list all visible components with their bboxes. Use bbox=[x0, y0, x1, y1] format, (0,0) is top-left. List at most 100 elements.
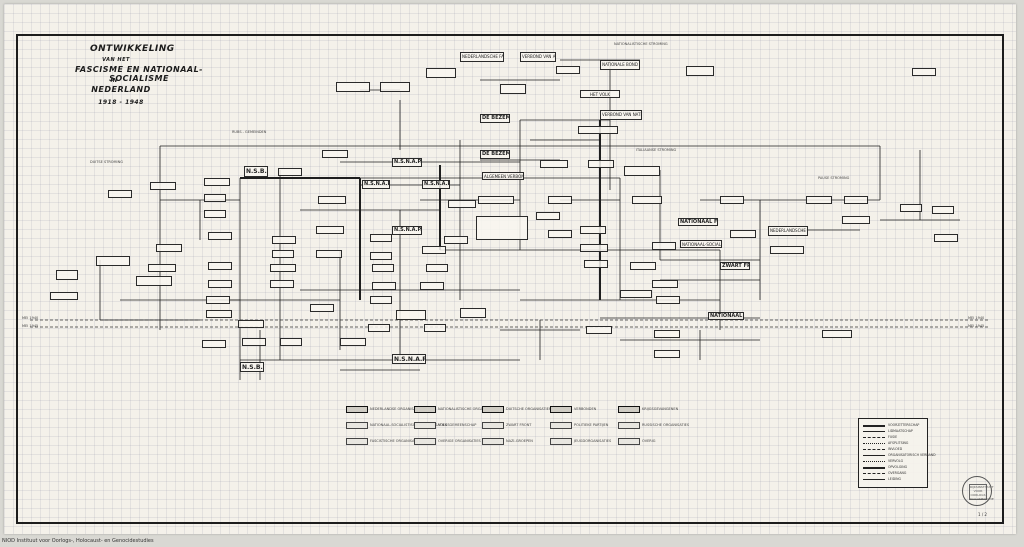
org-box-small bbox=[150, 182, 176, 190]
key-label: VOORZITTERSCHAP bbox=[888, 423, 920, 427]
org-box-small bbox=[654, 350, 680, 358]
legend-swatch bbox=[618, 438, 640, 445]
org-box-small bbox=[556, 66, 580, 74]
key-label: ORGANISATORISCH VERBAND bbox=[888, 453, 936, 457]
org-box-small bbox=[238, 320, 264, 328]
org-box-small bbox=[500, 84, 526, 94]
legend-swatch bbox=[618, 406, 640, 413]
org-box-small bbox=[586, 326, 612, 334]
org-box: N.S.N.A.P. bbox=[422, 180, 450, 189]
org-box: ZWART FRONT bbox=[720, 262, 750, 270]
legend-swatch bbox=[482, 422, 504, 429]
key-label: OPVOLGING bbox=[888, 465, 908, 469]
chart-title-line2: VAN HET bbox=[102, 57, 130, 63]
chart-title-line4: IN bbox=[110, 78, 118, 84]
org-box-small bbox=[56, 270, 78, 280]
org-box-small bbox=[148, 264, 176, 272]
org-box-small bbox=[336, 82, 370, 92]
org-box-small bbox=[208, 262, 232, 270]
stream-note: ITALIAANSE STROMING bbox=[636, 148, 677, 152]
legend-label: FASCISTISCHE ORGANISATIES bbox=[370, 439, 422, 443]
legend-label: KRIJGSGEVANGENEN bbox=[642, 407, 679, 411]
org-box-small bbox=[202, 340, 226, 348]
legend-swatch bbox=[346, 406, 368, 413]
legend-swatch bbox=[414, 406, 436, 413]
org-box-small bbox=[50, 292, 78, 300]
org-box: N.S.B. bbox=[244, 166, 268, 177]
archive-stamp-text: RIJKSINSTITUUT VOOR OORLOGS DOCUMENTATIE bbox=[969, 484, 994, 501]
org-box-small bbox=[580, 244, 608, 252]
org-box-small bbox=[420, 282, 444, 290]
key-line bbox=[863, 467, 885, 469]
key-label: VERVOLG bbox=[888, 459, 904, 463]
key-label: INVLOED bbox=[888, 447, 903, 451]
org-box-small bbox=[536, 212, 560, 220]
org-box-small bbox=[478, 196, 514, 204]
key-line bbox=[863, 431, 885, 432]
org-box-small bbox=[822, 330, 852, 338]
org-box-small bbox=[620, 290, 652, 298]
org-box-small bbox=[656, 296, 680, 304]
org-box-small bbox=[912, 68, 936, 76]
org-box-small bbox=[934, 234, 958, 242]
legend-label: NAZI-GROEPEN bbox=[506, 439, 533, 443]
org-box-small bbox=[578, 126, 618, 134]
key-line bbox=[863, 461, 885, 462]
org-box-small bbox=[426, 68, 456, 78]
legend-label: JEUGDORGANISATIES bbox=[574, 439, 612, 443]
org-box-small bbox=[370, 296, 392, 304]
org-box-small bbox=[204, 210, 226, 218]
org-box-small bbox=[322, 150, 348, 158]
legend-swatch bbox=[550, 406, 572, 413]
legend-swatch bbox=[346, 422, 368, 429]
legend-label: NATIONALISTISCHE ORGANISATIES bbox=[438, 407, 499, 411]
org-box: N.S.N.A.P. bbox=[362, 180, 390, 189]
org-box-group bbox=[476, 216, 528, 240]
org-box: HET VOLK bbox=[580, 90, 620, 98]
org-box-small bbox=[588, 160, 614, 168]
key-label: AFSPLITSING bbox=[888, 441, 909, 445]
chart-title-line6: 1918 - 1948 bbox=[98, 99, 144, 106]
org-box-small bbox=[932, 206, 954, 214]
org-box-small bbox=[540, 160, 568, 168]
legend-label: NATIONAAL-SOCIALISTISCHE ORGANISATIES bbox=[370, 423, 448, 427]
org-box-small bbox=[842, 216, 870, 224]
sheet-number: 1 / 2 bbox=[978, 512, 987, 517]
org-box: ALGEMEEN VERBOND bbox=[482, 172, 524, 180]
org-box: NATIONAAL FRONT bbox=[708, 312, 744, 320]
legend-swatch bbox=[482, 438, 504, 445]
org-box-small bbox=[548, 196, 572, 204]
org-box-small bbox=[318, 196, 346, 204]
org-box-small bbox=[770, 246, 804, 254]
org-box-small bbox=[270, 264, 296, 272]
org-box-small bbox=[460, 308, 486, 318]
legend-label: RUSSISCHE ORGANISATIES bbox=[642, 423, 690, 427]
org-box-small bbox=[652, 280, 678, 288]
key-line bbox=[863, 425, 885, 427]
org-box-small bbox=[580, 226, 606, 234]
date-marker: MEI 1945 bbox=[968, 324, 985, 328]
org-box: DE BEZEM bbox=[480, 114, 510, 123]
legend-swatch bbox=[414, 438, 436, 445]
chart-title-line5: NEDERLAND bbox=[91, 85, 151, 94]
legend-label: VOLKSGEMEENSCHAP bbox=[438, 423, 477, 427]
legend-label: ZWART FRONT bbox=[506, 423, 532, 427]
date-marker: MEI 1940 bbox=[968, 316, 985, 320]
stream-note: RUBS - GEMEINDEN bbox=[232, 130, 267, 134]
org-box-small bbox=[108, 190, 132, 198]
org-box: N.S.B. bbox=[240, 362, 264, 372]
org-box: N.S.N.A.P. bbox=[392, 226, 422, 235]
org-box-small bbox=[426, 264, 448, 272]
org-box-small bbox=[272, 250, 294, 258]
org-box-small bbox=[806, 196, 832, 204]
org-box-small bbox=[548, 230, 572, 238]
legend-label: DUITSCHE ORGANISATIES bbox=[506, 407, 552, 411]
org-box-small bbox=[208, 280, 232, 288]
org-box-small bbox=[654, 330, 680, 338]
org-box-small bbox=[372, 264, 394, 272]
org-box: VERBOND VAN ACTUALISTEN bbox=[520, 52, 556, 62]
org-box-small bbox=[422, 246, 446, 254]
legend-swatch bbox=[346, 438, 368, 445]
org-box-small bbox=[278, 168, 302, 176]
